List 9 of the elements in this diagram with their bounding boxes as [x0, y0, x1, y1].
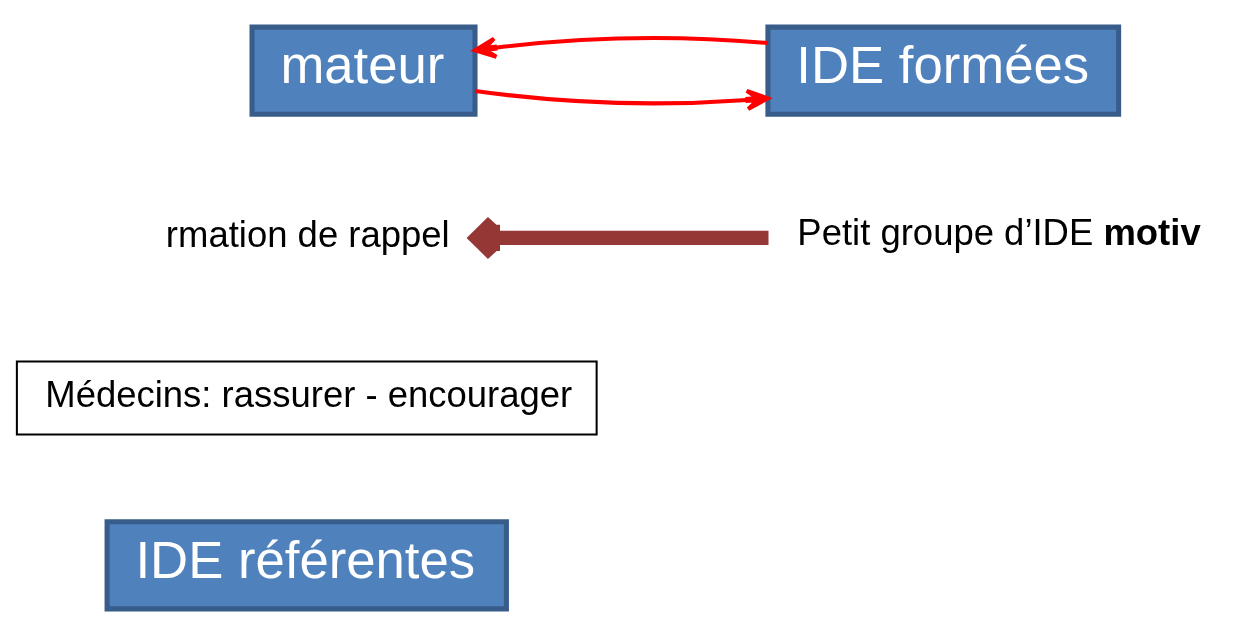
arrow — [474, 88, 770, 111]
node-text: rmation de rappel — [165, 213, 450, 255]
node-box: mateur — [249, 24, 478, 117]
arrow — [469, 214, 769, 261]
node-box: IDE formées — [765, 24, 1122, 117]
node-box: Médecins: rassurer - encourager — [15, 360, 598, 436]
node-box: IDE référentes — [104, 518, 509, 611]
node-text: Petit groupe d’IDE motiv — [797, 211, 1201, 253]
arrow — [473, 35, 768, 59]
